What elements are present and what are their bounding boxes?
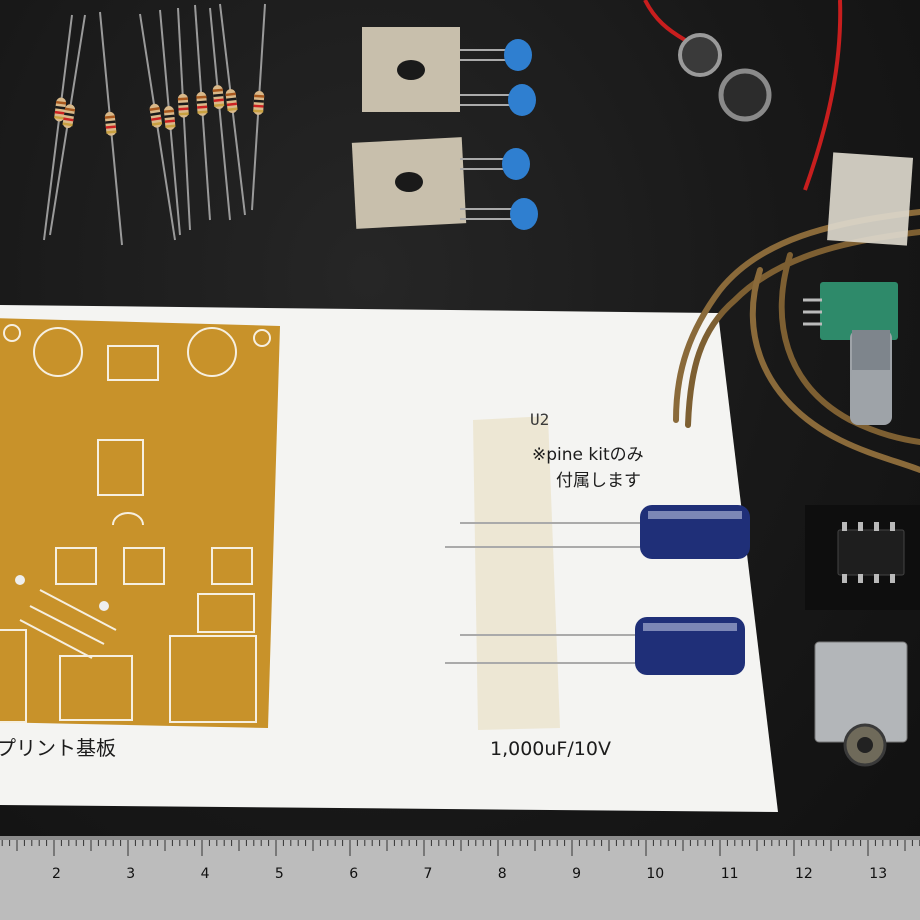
resistor (139, 13, 176, 241)
clear-tape-strip (473, 416, 560, 730)
ceramic-capacitor (460, 84, 536, 116)
masking-tape (827, 152, 914, 246)
ruler-number: 5 (274, 866, 284, 882)
ruler-number: 6 (349, 866, 359, 882)
resistor (159, 9, 181, 236)
ruler-number: 11 (720, 866, 739, 882)
resistor (219, 3, 246, 216)
pcb-silkscreen (0, 324, 271, 723)
resistor (251, 3, 266, 211)
electrolytic-capacitor (445, 505, 750, 559)
potentiometer-body (820, 282, 898, 340)
ruler-number: 3 (126, 866, 136, 882)
resistor (209, 7, 231, 221)
electrolytic-capacitor (445, 617, 745, 675)
brown-wire-loop (749, 267, 920, 473)
resistor (177, 7, 191, 231)
u2-label: U2 (530, 410, 550, 429)
battery-snap-terminal (678, 33, 722, 77)
ruler-number: 4 (200, 866, 210, 882)
brown-wire-loop (778, 252, 920, 445)
resistor (99, 11, 123, 246)
resistor (49, 14, 86, 236)
capacitor-value-label: 1,000uF/10V (490, 738, 611, 760)
ruler-number: 7 (423, 866, 433, 882)
pcb-label: プリント基板 (0, 736, 116, 760)
resistor (43, 14, 73, 241)
opamp-ic (837, 529, 905, 576)
ceramic-capacitor (460, 39, 532, 71)
red-wire (643, 0, 687, 42)
ceramic-capacitor (460, 198, 538, 230)
ruler-number: 10 (646, 866, 665, 882)
ruler-number: 13 (869, 866, 888, 882)
ceramic-capacitor (460, 148, 530, 180)
pine-kit-note: ※pine kitのみ (532, 445, 644, 465)
resistor (194, 4, 211, 221)
ruler-number: 9 (572, 866, 582, 882)
ruler-number: 12 (795, 866, 813, 882)
ruler-number: 8 (497, 866, 507, 882)
ruler-number: 2 (52, 866, 61, 882)
included-note: 付属します (556, 471, 641, 491)
battery-snap-terminal (718, 68, 772, 122)
potentiometer-bushing (852, 330, 890, 370)
red-wire (803, 0, 843, 191)
